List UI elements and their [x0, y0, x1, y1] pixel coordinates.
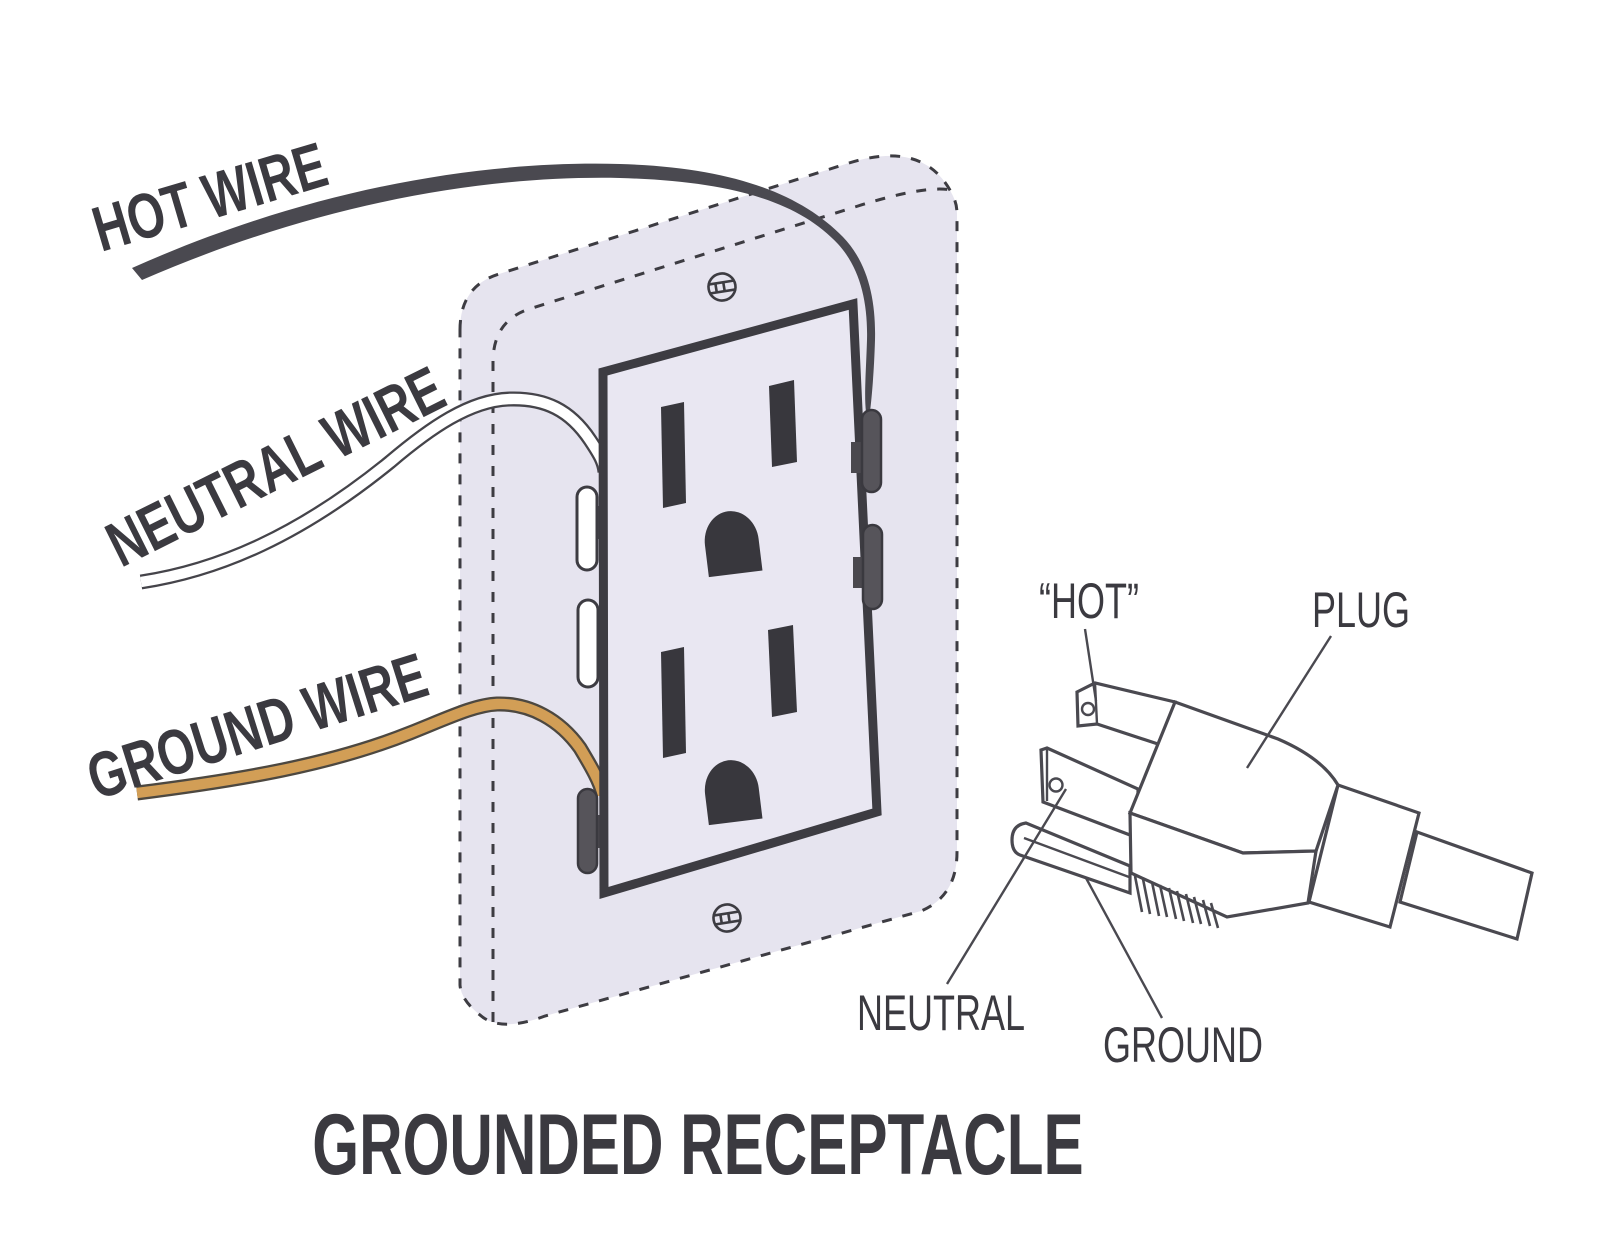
plug-label: PLUG	[1312, 583, 1410, 638]
hot-leader-line	[1083, 628, 1098, 702]
lower-ground-hole	[704, 760, 763, 826]
plug-leader-line	[1245, 635, 1333, 769]
plug-ground-prong	[1010, 821, 1132, 896]
hot-terminal-screw-upper	[860, 408, 883, 494]
ground-terminal-tab	[593, 815, 604, 848]
lower-hot-slot	[768, 625, 797, 717]
plate-screw-top-icon	[707, 272, 737, 302]
plug-neck	[1307, 782, 1421, 930]
plug-grip-ribs	[1133, 875, 1220, 929]
plate-screw-bottom-icon	[712, 903, 742, 933]
plug-ground-label: GROUND	[1103, 1018, 1263, 1073]
ground-leader-line	[1084, 877, 1164, 1019]
ground-wire-label: GROUND WIRE	[79, 639, 436, 813]
left-eyelet-lower	[576, 598, 600, 689]
plug-ground-prong-edge	[1023, 836, 1130, 879]
diagram-title: GROUNDED RECEPTACLE	[312, 1096, 1083, 1192]
plug	[1010, 681, 1534, 942]
plug-neutral-blade-hole	[1048, 777, 1064, 793]
upper-ground-hole	[704, 511, 763, 578]
upper-hot-slot	[769, 380, 797, 467]
ground-terminal-screw	[576, 787, 599, 875]
plug-hot-label: “HOT”	[1039, 574, 1139, 629]
lower-outlet	[661, 625, 797, 826]
upper-neutral-slot	[661, 402, 686, 508]
lower-neutral-slot	[661, 647, 686, 758]
neutral-wire	[139, 391, 613, 590]
neutral-leader-line	[945, 788, 1068, 985]
plug-cord	[1398, 829, 1534, 942]
left-eyelet-upper	[575, 485, 599, 572]
plug-neutral-blade	[1039, 746, 1140, 841]
plug-hot-blade-hole	[1080, 701, 1096, 717]
plug-neutral-label: NEUTRAL	[857, 986, 1025, 1041]
wall-plate-inner-edge	[491, 187, 952, 1022]
hot-terminal-screw-lower	[861, 523, 884, 611]
ground-wire	[136, 696, 611, 801]
plug-underside	[1128, 810, 1318, 919]
upper-outlet	[661, 380, 797, 578]
